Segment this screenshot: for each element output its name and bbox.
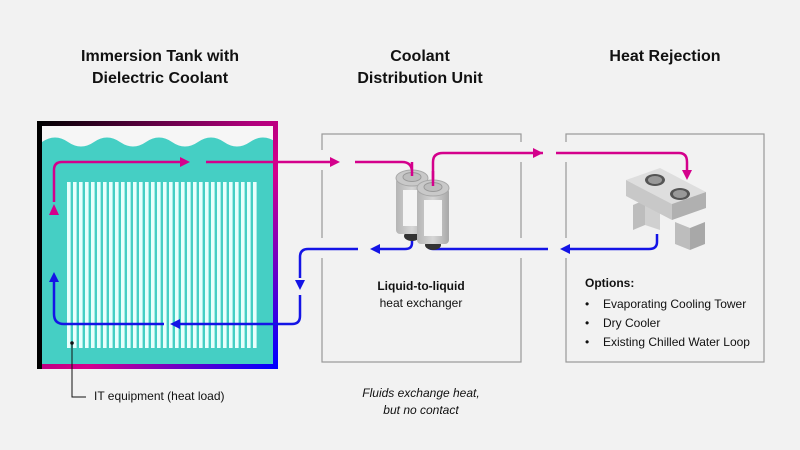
server-blade	[127, 182, 131, 348]
server-blade	[253, 182, 257, 348]
arrow-down-icon	[295, 280, 305, 290]
arrow-left-icon	[170, 319, 180, 329]
cdu-title-line-2: Distribution Unit	[357, 70, 483, 87]
heat-exchanger-label: Liquid-to-liquid heat exchanger	[322, 278, 520, 312]
cdu-title: Coolant Distribution Unit	[320, 46, 520, 90]
arrow-up-icon	[49, 272, 59, 282]
server-blade	[181, 182, 185, 348]
server-blade	[169, 182, 173, 348]
hot-arrows	[49, 148, 692, 215]
tank-title-line-2: Dielectric Coolant	[91, 70, 229, 87]
options-list: Evaporating Cooling Tower Dry Cooler Exi…	[585, 295, 750, 352]
heat-exchange-note: Fluids exchange heat, but no contact	[322, 385, 520, 419]
option-item: Dry Cooler	[585, 314, 750, 333]
server-blade	[145, 182, 149, 348]
tank-title: Immersion Tank with Dielectric Coolant	[40, 46, 280, 90]
arrow-up-icon	[49, 204, 59, 215]
tank-title-line-1: Immersion Tank with	[81, 48, 239, 65]
server-blade	[85, 182, 89, 348]
it-equipment-leader	[70, 341, 86, 398]
heat-exchanger-label-rest: heat exchanger	[379, 296, 463, 310]
cooling-tower-icon	[626, 168, 706, 250]
options-heading: Options:	[585, 276, 635, 290]
server-blade	[67, 182, 71, 348]
arrow-right-icon	[330, 157, 340, 167]
it-equipment-fins	[67, 182, 257, 348]
server-blade	[205, 182, 209, 348]
server-blade	[115, 182, 119, 348]
server-blade	[229, 182, 233, 348]
arrow-left-icon	[370, 244, 380, 254]
note-line-1: Fluids exchange heat,	[362, 386, 480, 400]
server-blade	[103, 182, 107, 348]
server-blade	[163, 182, 167, 348]
server-blade	[223, 182, 227, 348]
server-blade	[109, 182, 113, 348]
arrow-down-icon	[682, 170, 692, 180]
arrow-right-icon	[533, 148, 543, 158]
server-blade	[247, 182, 251, 348]
arrow-right-icon	[180, 157, 190, 167]
server-blade	[187, 182, 191, 348]
server-blade	[139, 182, 143, 348]
server-blade	[193, 182, 197, 348]
server-blade	[157, 182, 161, 348]
hot-loop	[52, 151, 689, 202]
cdu-title-line-1: Coolant	[390, 48, 450, 65]
server-blade	[235, 182, 239, 348]
server-blade	[175, 182, 179, 348]
heat-exchanger-icon	[395, 162, 450, 250]
server-blade	[121, 182, 125, 348]
server-blade	[97, 182, 101, 348]
option-item: Evaporating Cooling Tower	[585, 295, 750, 314]
cold-arrows	[49, 244, 570, 329]
immersion-tank	[37, 121, 278, 369]
heat-rejection-title-line-1: Heat Rejection	[609, 48, 721, 65]
server-blade	[211, 182, 215, 348]
server-blade	[151, 182, 155, 348]
server-blade	[199, 182, 203, 348]
arrow-left-icon	[560, 244, 570, 254]
server-blade	[241, 182, 245, 348]
it-equipment-label: IT equipment (heat load)	[94, 389, 225, 403]
heat-rejection-options: Options: Evaporating Cooling Tower Dry C…	[585, 275, 750, 352]
server-blade	[217, 182, 221, 348]
server-blade	[73, 182, 77, 348]
heat-rejection-title: Heat Rejection	[565, 46, 765, 68]
server-blade	[133, 182, 137, 348]
option-item: Existing Chilled Water Loop	[585, 333, 750, 352]
server-blade	[79, 182, 83, 348]
note-line-2: but no contact	[383, 403, 459, 417]
server-blade	[91, 182, 95, 348]
heat-exchanger-label-bold: Liquid-to-liquid	[377, 279, 465, 293]
